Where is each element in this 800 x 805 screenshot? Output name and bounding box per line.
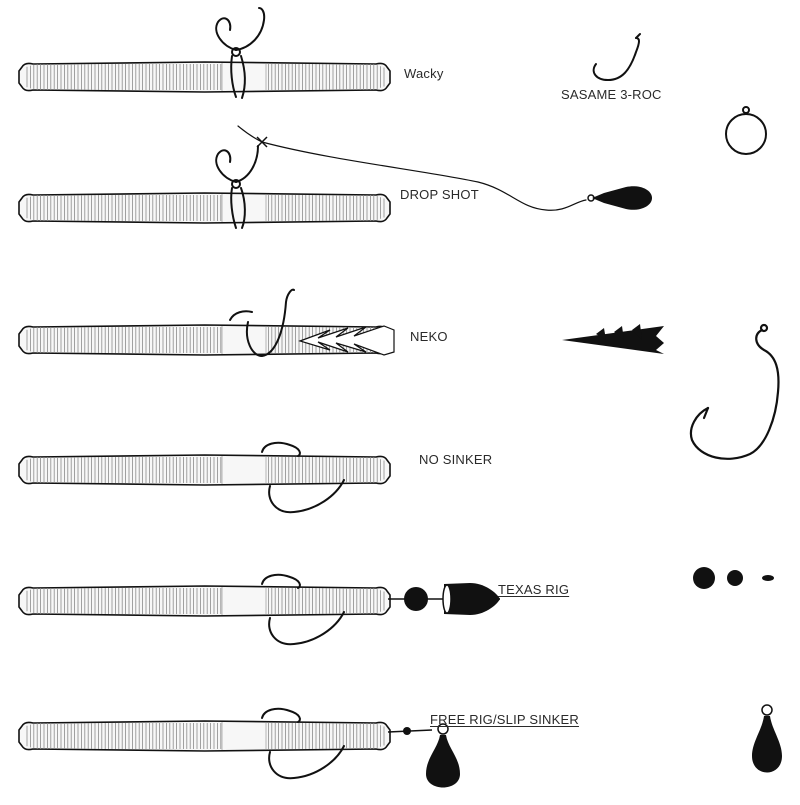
rig-label-drop-shot: DROP SHOT [400, 187, 479, 202]
sasame-hook-icon [592, 33, 641, 82]
worm-texas-rig [18, 585, 391, 617]
drop-shot-knot [256, 136, 268, 148]
worm-ribs [26, 327, 385, 353]
worm-no-sinker [18, 454, 391, 486]
texas-rig-bead [404, 587, 428, 611]
drop-shot-hook [215, 145, 259, 229]
drop-sinker-icon [752, 704, 782, 773]
rig-label-no-sinker: NO SINKER [419, 452, 493, 467]
neko-hook [229, 288, 295, 358]
worm-ribs [26, 457, 385, 483]
worm-ribs [26, 588, 385, 614]
screw-weight-icon [562, 324, 664, 354]
rig-label-texas-rig: TEXAS RIG [498, 582, 570, 597]
free-rig-line [387, 727, 433, 735]
drop-shot-sinker [587, 186, 652, 210]
split-ring-icon [725, 106, 767, 155]
worm-drop-shot [18, 192, 391, 224]
neko-screw-weight [298, 325, 395, 356]
worm-ribs [26, 64, 385, 90]
rig-label-free-rig: FREE RIG/SLIP SINKER [430, 712, 579, 727]
rig-label-neko: NEKO [410, 329, 448, 344]
texas-rig-hook [261, 573, 345, 646]
hook-label-sasame: SASAME 3-ROC [561, 87, 662, 102]
offset-hook-icon [689, 323, 780, 460]
split-shot-icon [693, 567, 774, 589]
free-rig-sinker [426, 723, 460, 788]
wacky-hook [215, 7, 266, 99]
worm-free-rig [18, 720, 391, 752]
worm-ribs [26, 195, 385, 221]
worm-wacky [18, 61, 391, 93]
rig-label-wacky: Wacky [404, 66, 444, 81]
free-rig-hook [261, 707, 345, 780]
texas-rig-bullet-sinker [442, 583, 500, 615]
worm-ribs [26, 723, 385, 749]
no-sinker-hook [261, 441, 345, 514]
